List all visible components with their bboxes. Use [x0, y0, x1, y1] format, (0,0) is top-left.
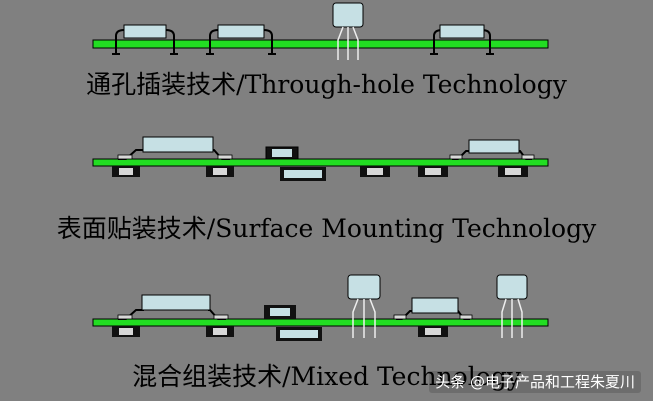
- caption-surface-mount: 表面贴装技术/Surface Mounting Technology: [56, 214, 597, 243]
- smd-package-top: [449, 139, 535, 160]
- axial-component: [112, 24, 178, 55]
- through-hole-row: [92, 2, 549, 60]
- pcb-board: [92, 39, 549, 49]
- smd-bottom-pads: [112, 326, 448, 341]
- smd-package-top: [393, 297, 473, 320]
- radial-component: [332, 2, 364, 60]
- surface-mount-row: [92, 136, 549, 181]
- smd-chip-top: [264, 305, 296, 319]
- caption-through-hole: 通孔插装技术/Through-hole Technology: [86, 70, 567, 99]
- mixed-row: [92, 274, 549, 341]
- pcb-board: [92, 158, 549, 167]
- radial-component: [347, 274, 381, 338]
- axial-component: [206, 24, 276, 55]
- watermark: 头条 @电子产品和工程朱夏川: [429, 371, 641, 393]
- axial-component: [430, 24, 494, 55]
- smd-chip-top: [265, 146, 299, 160]
- radial-component: [496, 274, 528, 338]
- caption-mixed: 混合组装技术/Mixed Technology: [132, 362, 521, 391]
- pcb-board: [92, 318, 549, 327]
- smd-package-top: [117, 294, 229, 320]
- smd-package-top: [117, 136, 233, 160]
- smd-bottom-pads: [112, 166, 528, 181]
